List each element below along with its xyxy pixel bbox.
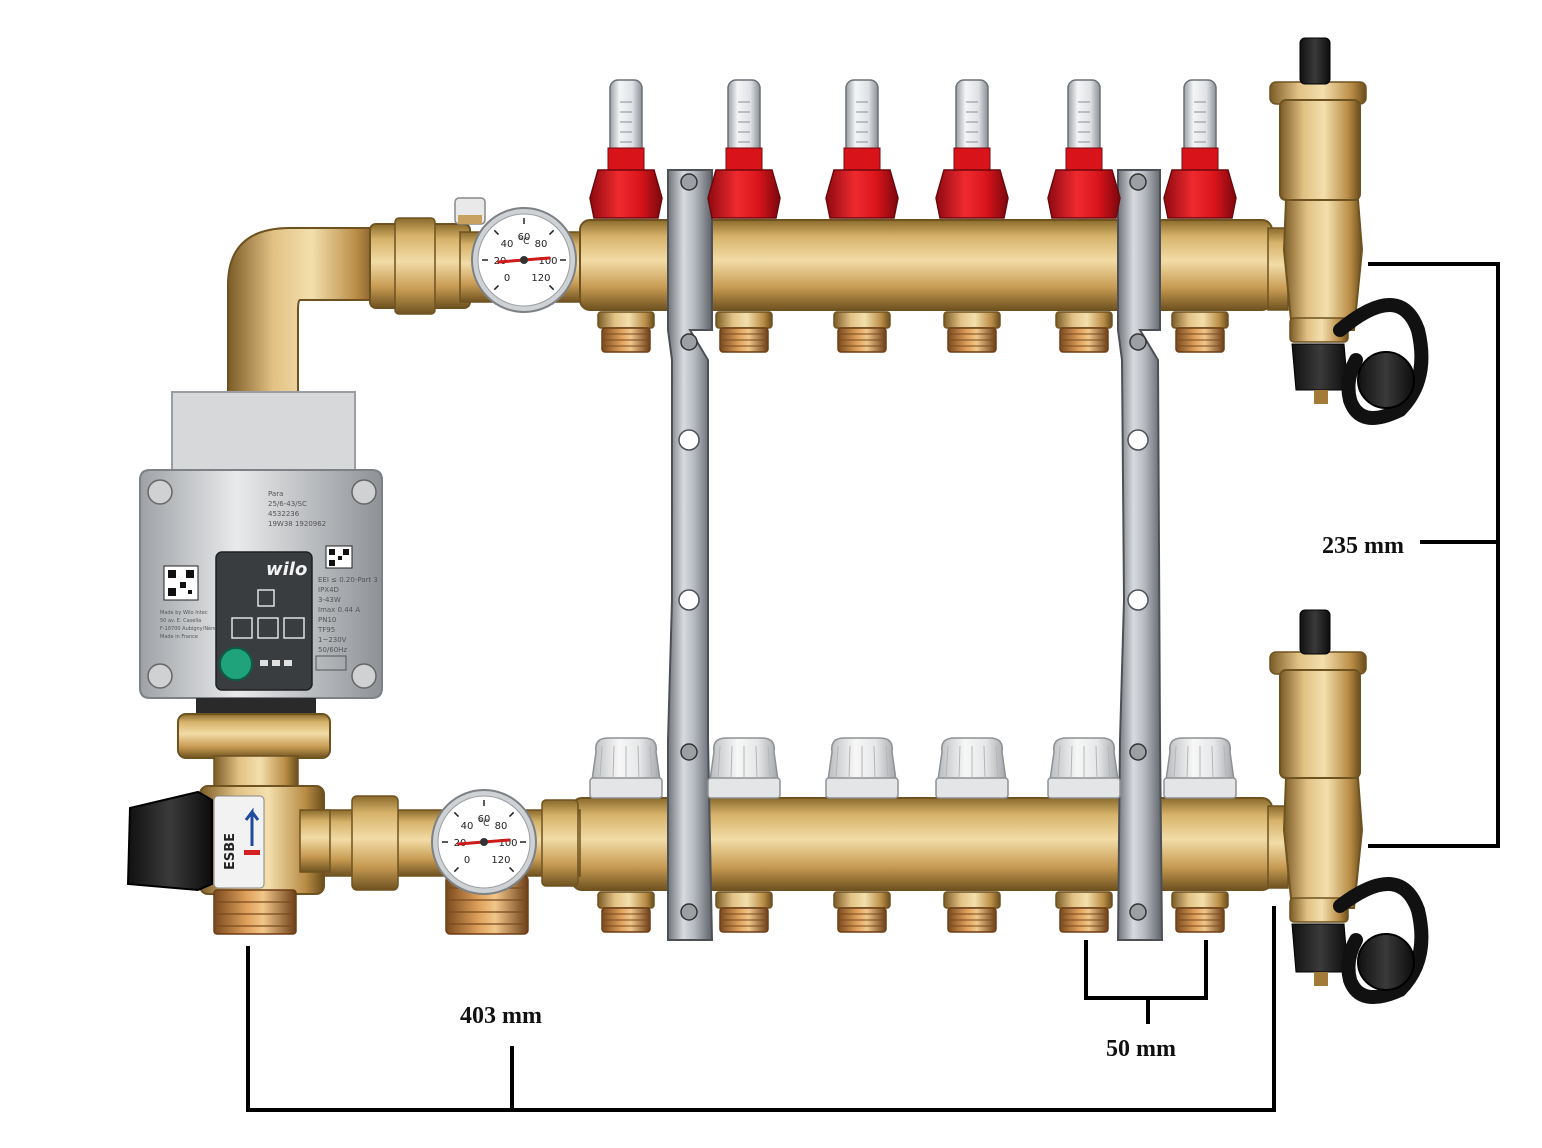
valve-brand: ESBE [223, 833, 238, 870]
gauge-tick-label: 80 [535, 239, 548, 250]
direction-arrow-icon [244, 807, 260, 846]
outlet-fitting [597, 311, 655, 353]
gauge-unit: °C [479, 819, 490, 829]
gauge-tick-label: 60 [518, 232, 531, 243]
dimension-spacing: 50 mm [1084, 940, 1208, 1062]
regulating-cap [1047, 737, 1121, 799]
svg-text:Made in France: Made in France [160, 634, 198, 640]
dimension-spacing-label: 50 mm [1106, 1036, 1176, 1062]
svg-text:F-18700 Aubigny/Nère: F-18700 Aubigny/Nère [160, 625, 216, 632]
svg-text:TF95: TF95 [317, 626, 335, 634]
outlet-fitting [1171, 891, 1229, 933]
flowmeter [825, 79, 899, 219]
outlet-fitting [833, 311, 891, 353]
dimension-height: 235 mm [1322, 262, 1500, 848]
pump-origin-block: Made by Wilo Intec 50 av. E. Casella F-1… [160, 610, 216, 640]
flowmeter [589, 79, 663, 219]
outlet-fitting [1171, 311, 1229, 353]
svg-text:19W38 1920962: 19W38 1920962 [268, 520, 326, 528]
pump-mode-icon-3 [283, 617, 305, 639]
supply-outlet-row [597, 311, 1229, 353]
pump-control-button [219, 647, 253, 681]
gauge-tick-label: 40 [501, 239, 514, 250]
flowmeter [1163, 79, 1237, 219]
svg-text:50/60Hz: 50/60Hz [318, 646, 347, 654]
supply-end-fitting [1267, 37, 1429, 425]
outlet-fitting [715, 891, 773, 933]
regulating-cap [1163, 737, 1237, 799]
gauge-tick-label: 40 [461, 821, 474, 832]
svg-text:IPX4D: IPX4D [318, 586, 339, 594]
regulating-cap [935, 737, 1009, 799]
mounting-bracket-left [667, 169, 714, 941]
svg-text:EEI ≤ 0.20-Part 3: EEI ≤ 0.20-Part 3 [318, 576, 378, 584]
esbe-label [213, 795, 265, 889]
supply-thermometer: 020406080100120°C [471, 207, 577, 313]
gauge-tick-label: 120 [531, 273, 550, 284]
outlet-fitting [597, 891, 655, 933]
air-vent-cap-small [454, 197, 486, 225]
regulating-cap [707, 737, 781, 799]
outlet-fitting [1055, 891, 1113, 933]
dimension-width-label: 403 mm [460, 1003, 542, 1029]
circulation-pump: wilo Para 25/6-43/SC 4532236 19W38 19209… [139, 391, 383, 716]
pump-brand: wilo [266, 559, 307, 580]
gauge-tick-label: 120 [491, 855, 510, 866]
outlet-fitting [943, 311, 1001, 353]
gauge-tick-label: 60 [478, 814, 491, 825]
dimension-width: 403 mm [246, 906, 1276, 1112]
svg-text:25/6-43/SC: 25/6-43/SC [268, 500, 307, 508]
pump-spec-block: EEI ≤ 0.20-Part 3 IPX4D 3-43W Imax 0.44 … [317, 576, 378, 654]
flowmeter [1047, 79, 1121, 219]
gauge-tick-label: 100 [538, 256, 557, 267]
regulating-cap-row [589, 737, 1237, 799]
mixing-valve: ESBE [126, 785, 331, 935]
flowmeter [935, 79, 1009, 219]
gauge-tick-label: 0 [464, 855, 470, 866]
pump-mode-icon-2 [257, 617, 279, 639]
gauge-tick-label: 80 [495, 821, 508, 832]
regulating-cap [825, 737, 899, 799]
svg-text:3-43W: 3-43W [318, 596, 341, 604]
pump-mode-icon-up [257, 589, 275, 607]
regulating-cap [589, 737, 663, 799]
outlet-fitting [1055, 311, 1113, 353]
union-fitting [177, 713, 331, 791]
svg-text:4532236: 4532236 [268, 510, 300, 518]
return-thermometer: 020406080100120°C [431, 789, 537, 895]
flowmeter-row [589, 79, 1237, 219]
svg-text:50 av. E. Casella: 50 av. E. Casella [160, 618, 201, 624]
svg-text:Made by Wilo Intec: Made by Wilo Intec [160, 610, 208, 616]
pump-mode-icon-1 [231, 617, 253, 639]
svg-text:Imax 0.44 A: Imax 0.44 A [318, 606, 360, 614]
gauge-unit: °C [519, 237, 530, 247]
pump-label-block: Para 25/6-43/SC 4532236 19W38 1920962 [268, 490, 326, 528]
return-outlet-row [597, 891, 1229, 933]
outlet-fitting [833, 891, 891, 933]
gauge-tick-label: 100 [498, 838, 517, 849]
flowmeter [707, 79, 781, 219]
mounting-bracket-right [1116, 169, 1164, 941]
svg-text:1~230V: 1~230V [318, 636, 347, 644]
svg-text:Para: Para [268, 490, 283, 498]
svg-text:PN10: PN10 [318, 616, 336, 624]
outlet-fitting [943, 891, 1001, 933]
return-end-fitting [1267, 609, 1429, 1004]
ce-mark [315, 655, 347, 671]
gauge-tick-label: 0 [504, 273, 510, 284]
dimension-height-label: 235 mm [1322, 533, 1404, 559]
outlet-fitting [715, 311, 773, 353]
